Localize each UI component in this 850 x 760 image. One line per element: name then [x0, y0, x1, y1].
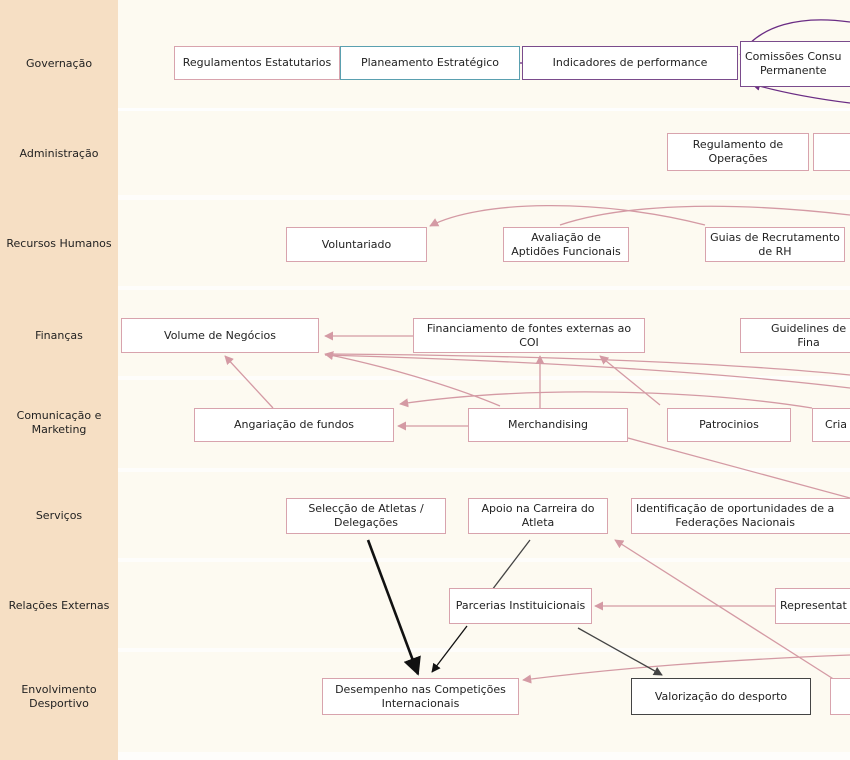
edge-apoio-parcerias: [491, 539, 531, 591]
node-guias-recrutamento[interactable]: Guias de Recrutamento de RH: [705, 227, 845, 262]
edge-criacao-angariacao: [399, 391, 813, 409]
edge-merchandising-volume: [324, 351, 501, 407]
row-label-relacoes-externas: Relações Externas: [8, 599, 110, 612]
node-seleccao-atletas[interactable]: Selecção de Atletas / Delegações: [286, 498, 446, 534]
node-angariacao-fundos[interactable]: Angariação de fundos: [194, 408, 394, 442]
node-criacao[interactable]: Cria: [812, 408, 850, 442]
node-indicadores-performance[interactable]: Indicadores de performance: [522, 46, 738, 80]
row-label-financas: Finanças: [35, 329, 83, 342]
row-label-recursos-humanos: Recursos Humanos: [6, 237, 112, 250]
row-label-servicos: Serviços: [35, 509, 83, 522]
node-patrocinios[interactable]: Patrocinios: [667, 408, 791, 442]
edge-rh-upper: [559, 205, 850, 226]
lane-divider: [118, 108, 850, 111]
edge-right-desempenho: [522, 654, 850, 684]
row-label-governacao: Governação: [25, 57, 93, 70]
edge-guias-voluntariado: [429, 204, 706, 227]
node-merchandising[interactable]: Merchandising: [468, 408, 628, 442]
node-valorizacao-desporto[interactable]: Valorização do desporto: [631, 678, 811, 715]
node-envolvimento-partial[interactable]: [830, 678, 850, 715]
edge-right-volume-a: [324, 354, 850, 389]
node-planeamento-estrategico[interactable]: Planeamento Estratégico: [340, 46, 520, 80]
edge-merchandising-identificacao: [627, 437, 850, 499]
row-label-envolvimento-desportivo: Envolvimento Desportivo: [21, 683, 97, 710]
edge-right-volume-b: [329, 353, 850, 376]
node-comissoes-consultivas[interactable]: Comissões Consu Permanente: [740, 41, 850, 87]
node-volume-negocios[interactable]: Volume de Negócios: [121, 318, 319, 353]
node-identificacao-oportunidades[interactable]: Identificação de oportunidades de a Fede…: [631, 498, 850, 534]
node-voluntariado[interactable]: Voluntariado: [286, 227, 427, 262]
node-guidelines[interactable]: Guidelines de Fina: [740, 318, 850, 353]
row-label-comunicacao-marketing: Comunicação e Marketing: [16, 409, 102, 436]
edge-angariacao-volume: [224, 355, 274, 409]
node-regulamento-operacoes[interactable]: Regulamento de Operações: [667, 133, 809, 171]
edge-seleccao-desempenho: [366, 539, 421, 676]
node-avaliacao-aptidoes[interactable]: Avaliação de Aptidões Funcionais: [503, 227, 629, 262]
edge-parcerias-desempenho: [431, 625, 468, 673]
node-administracao-partial[interactable]: [813, 133, 850, 171]
row-header-column: [0, 0, 118, 760]
node-regulamentos-estatutarios[interactable]: Regulamentos Estatutarios: [174, 46, 340, 80]
node-apoio-carreira[interactable]: Apoio na Carreira do Atleta: [468, 498, 608, 534]
node-parcerias-institucionais[interactable]: Parcerias Instituicionais: [449, 588, 592, 624]
node-desempenho-competicoes[interactable]: Desempenho nas Competições Internacionai…: [322, 678, 519, 715]
edge-parcerias-valorizacao: [577, 627, 663, 676]
edge-patrocinios-financiamento: [599, 355, 661, 406]
node-financiamento-externo[interactable]: Financiamento de fontes externas ao COI: [413, 318, 645, 353]
node-representacao[interactable]: Representat: [775, 588, 850, 624]
row-label-administracao: Administração: [19, 147, 99, 160]
